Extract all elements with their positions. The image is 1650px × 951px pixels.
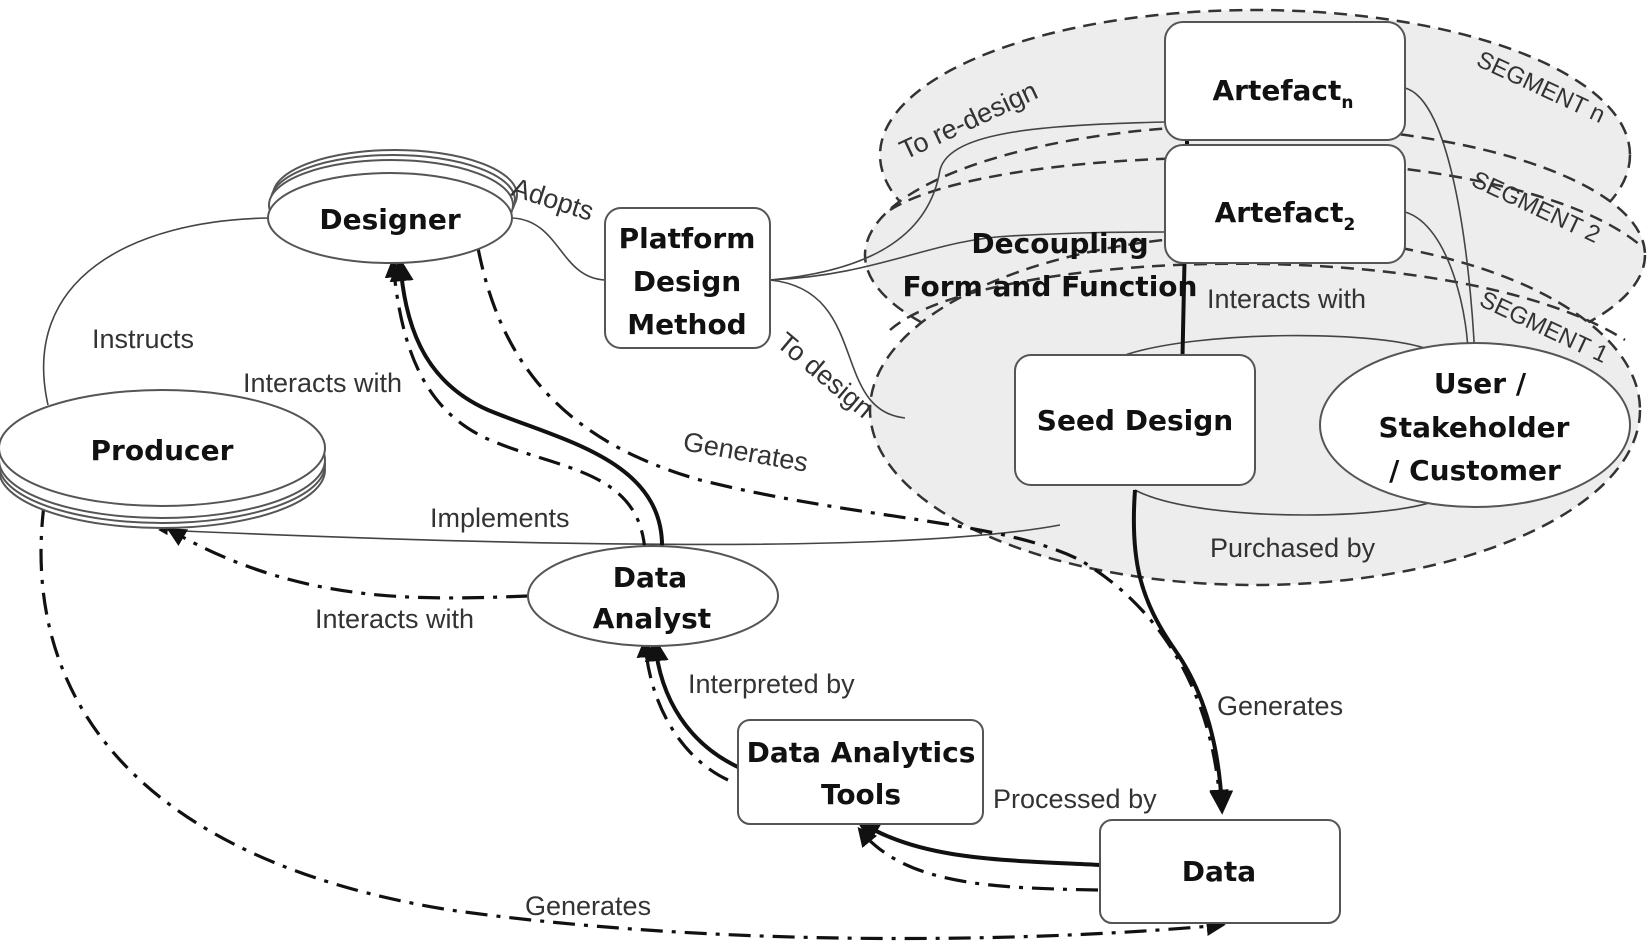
data-node: Data bbox=[1099, 819, 1341, 924]
segment-2-upper-outline bbox=[889, 156, 1641, 246]
user-stakeholder-customer-node: User / Stakeholder / Customer bbox=[1319, 342, 1631, 508]
edge-interacts-user bbox=[1124, 334, 1431, 356]
producer-node: Producer bbox=[0, 389, 326, 529]
edge-label-generates-producer: Generates bbox=[525, 891, 651, 921]
artefact-n-node: Artefactn bbox=[1164, 21, 1406, 141]
edge-to-design bbox=[769, 279, 906, 419]
edge-label-interacts-designer: Interacts with bbox=[243, 368, 402, 398]
data-analytics-tools-node: Data Analytics Tools bbox=[737, 719, 984, 825]
seed-design-label: Seed Design bbox=[1037, 404, 1233, 437]
dashdot-data-to-tools bbox=[857, 827, 1099, 892]
artefact-2-node: Artefact2 bbox=[1164, 144, 1406, 264]
data-analyst-label-2: Analyst bbox=[593, 602, 711, 635]
arrow-seed-to-data bbox=[1131, 489, 1234, 815]
dashdot-producer-to-data bbox=[39, 504, 1226, 941]
edge-label-generates-designer: Generates bbox=[681, 426, 810, 477]
edge-artefact-n-user bbox=[1404, 87, 1476, 361]
tools-label-1: Data Analytics bbox=[747, 736, 976, 769]
edge-to-artefact-2 bbox=[769, 231, 1166, 281]
platform-design-method-node: Platform Design Method bbox=[604, 207, 771, 349]
decoupling-label-2: Form and Function bbox=[903, 270, 1198, 303]
edge-label-interpreted-by: Interpreted by bbox=[688, 669, 855, 699]
platform-label-1: Platform bbox=[619, 222, 756, 255]
edge-instructs bbox=[42, 217, 271, 406]
edge-label-processed-by: Processed by bbox=[993, 784, 1157, 814]
user-label-2: Stakeholder bbox=[1379, 411, 1570, 444]
edge-implements bbox=[158, 524, 1061, 546]
arrow-analyst-to-designer bbox=[389, 257, 665, 551]
edge-label-interacts-producer: Interacts with bbox=[315, 604, 474, 634]
user-label-3: / Customer bbox=[1389, 454, 1561, 487]
tools-label-2: Tools bbox=[821, 778, 901, 811]
arrow-tools-to-analyst bbox=[644, 637, 741, 770]
edge-label-to-design: To design bbox=[771, 327, 879, 424]
artefact-2-label: Artefact2 bbox=[1215, 196, 1356, 235]
artefact-n-label: Artefactn bbox=[1212, 74, 1353, 113]
dashdot-tools-to-analyst bbox=[636, 638, 729, 782]
edge-label-instructs: Instructs bbox=[92, 324, 194, 354]
dashdot-analyst-to-designer bbox=[384, 258, 647, 553]
user-label-1: User / bbox=[1434, 367, 1527, 400]
data-analyst-label-1: Data bbox=[613, 561, 687, 594]
edge-label-implements: Implements bbox=[430, 503, 570, 533]
platform-label-3: Method bbox=[627, 308, 746, 341]
arrow-data-to-tools bbox=[855, 819, 1101, 867]
platform-label-2: Design bbox=[633, 265, 741, 298]
edge-label-interacts-user: Interacts with bbox=[1207, 284, 1366, 314]
designer-label: Designer bbox=[319, 203, 460, 236]
data-analyst-node: Data Analyst bbox=[527, 545, 779, 647]
edge-purchased-by bbox=[1134, 489, 1446, 516]
data-label: Data bbox=[1182, 855, 1256, 888]
edge-label-purchased-by: Purchased by bbox=[1210, 533, 1376, 563]
seed-design-node: Seed Design bbox=[1014, 354, 1256, 486]
decoupling-label-1: Decoupling bbox=[971, 227, 1148, 260]
edge-to-redesign bbox=[769, 121, 1166, 281]
edge-label-generates-seed: Generates bbox=[1217, 691, 1343, 721]
designer-node: Designer bbox=[267, 149, 518, 264]
dashdot-analyst-to-producer bbox=[166, 528, 529, 600]
edge-adopts bbox=[511, 217, 606, 281]
producer-label: Producer bbox=[91, 434, 234, 467]
